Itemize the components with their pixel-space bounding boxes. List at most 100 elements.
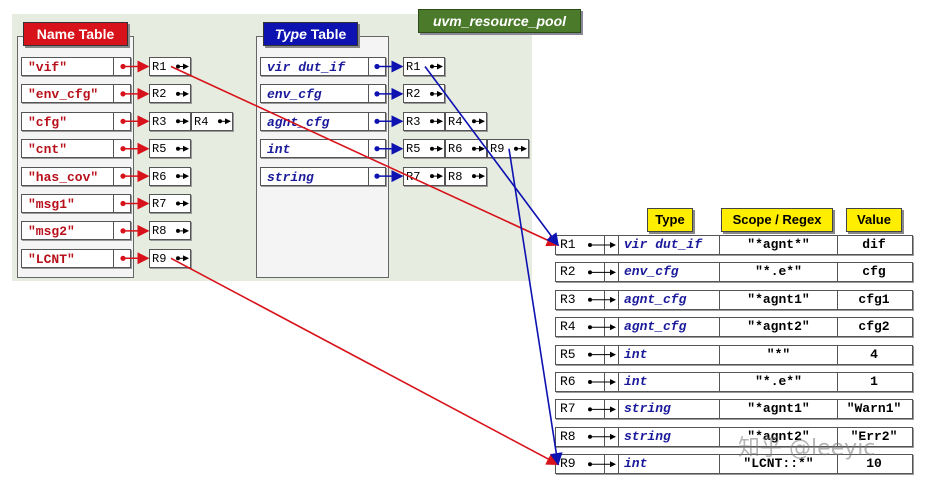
resource-value: cfg <box>862 264 886 280</box>
type-table-title-italic: Type <box>274 26 307 42</box>
resource-id: R8 <box>560 428 576 444</box>
type-row-ref-r8: R8 <box>445 166 487 186</box>
cell-divider <box>837 318 838 337</box>
name-key-cell: "vif" <box>21 57 131 76</box>
type-row-ref-r1: R1 <box>403 57 445 76</box>
name-row-ref-r8: R8 <box>149 221 191 241</box>
resource-row-r6: R6 int "*.e*" 1 <box>555 372 913 392</box>
resource-type: int <box>624 374 648 389</box>
resource-value: "Warn1" <box>846 401 902 417</box>
cell-divider <box>719 318 720 337</box>
cell-divider <box>719 400 720 419</box>
key-slot <box>368 85 385 103</box>
cell-divider <box>837 455 838 474</box>
resource-row-r3: R3 agnt_cfg "*agnt1" cfg1 <box>555 289 913 310</box>
resource-type: string <box>624 401 671 417</box>
cell-divider <box>618 345 619 364</box>
type-row-ref-r4: R4 <box>445 111 487 131</box>
resource-value: 10 <box>866 456 882 472</box>
cell-divider <box>604 455 605 474</box>
pool-title: uvm_resource_pool <box>418 9 581 33</box>
resource-scope: "*agnt1" <box>747 291 810 307</box>
name-table-title: Name Table <box>23 22 128 46</box>
name-row-ref-r9: R9 <box>149 248 191 268</box>
resource-scope: "*agnt*" <box>747 237 810 252</box>
header-type: Type <box>647 208 693 232</box>
name-row-ref-r1: R1 <box>149 57 191 76</box>
resource-id: R2 <box>560 264 576 280</box>
resource-type: string <box>624 428 671 444</box>
name-key-cell: "env_cfg" <box>21 84 131 104</box>
name-key-cell: "has_cov" <box>21 166 131 186</box>
type-key-cell: int <box>260 139 386 159</box>
type-row-ref-r9: R9 <box>487 139 529 159</box>
name-key-cell: "cfg" <box>21 111 131 131</box>
type-key-cell: agnt_cfg <box>260 111 386 131</box>
name-row-ref-r4: R4 <box>191 111 233 131</box>
name-row-ref-r5: R5 <box>149 139 191 159</box>
cell-divider <box>837 236 838 254</box>
cell-divider <box>719 263 720 282</box>
key-slot <box>113 58 130 75</box>
name-key-cell: "LCNT" <box>21 248 131 268</box>
cell-divider <box>604 290 605 309</box>
resource-type: agnt_cfg <box>624 291 687 307</box>
name-row-ref-r6: R6 <box>149 166 191 186</box>
type-row-ref-r3: R3 <box>403 111 445 131</box>
key-slot <box>368 140 385 158</box>
type-key-cell: string <box>260 166 386 186</box>
cell-divider <box>604 427 605 446</box>
cell-divider <box>618 373 619 391</box>
resource-value: 1 <box>870 374 878 389</box>
cell-divider <box>604 236 605 254</box>
name-key-cell: "msg1" <box>21 194 131 213</box>
cell-divider <box>719 236 720 254</box>
resource-scope: "*.e*" <box>755 264 802 280</box>
resource-row-r2: R2 env_cfg "*.e*" cfg <box>555 262 913 283</box>
type-key-cell: env_cfg <box>260 84 386 104</box>
resource-value: cfg1 <box>858 291 890 307</box>
cell-divider <box>604 345 605 364</box>
cell-divider <box>837 373 838 391</box>
resource-value: dif <box>862 237 886 252</box>
cell-divider <box>618 427 619 446</box>
type-table-title-rest: Table <box>306 26 347 42</box>
link-r9 <box>170 257 560 465</box>
resource-scope: "*.e*" <box>755 374 802 389</box>
cell-divider <box>618 236 619 254</box>
cell-divider <box>837 400 838 419</box>
resource-type: agnt_cfg <box>624 319 687 335</box>
resource-scope: "*agnt1" <box>747 401 810 417</box>
resource-scope: "*agnt2" <box>747 428 810 444</box>
header-scope: Scope / Regex <box>721 208 833 232</box>
cell-divider <box>604 263 605 282</box>
type-row-ref-r5: R5 <box>403 139 445 159</box>
resource-id: R6 <box>560 374 576 389</box>
key-slot <box>368 167 385 185</box>
cell-divider <box>837 345 838 364</box>
key-slot <box>113 195 130 212</box>
cell-divider <box>618 455 619 474</box>
key-slot <box>113 140 130 158</box>
resource-id: R4 <box>560 319 576 335</box>
key-slot <box>113 249 130 267</box>
cell-divider <box>604 373 605 391</box>
cell-divider <box>719 290 720 309</box>
type-row-ref-r6: R6 <box>445 139 487 159</box>
name-key-cell: "cnt" <box>21 139 131 159</box>
resource-id: R1 <box>560 237 576 252</box>
name-row-ref-r2: R2 <box>149 84 191 104</box>
key-slot <box>113 222 130 240</box>
resource-scope: "*" <box>766 346 791 362</box>
resource-value: cfg2 <box>858 319 890 335</box>
resource-type: env_cfg <box>624 264 679 280</box>
key-slot <box>113 112 130 130</box>
key-slot <box>113 167 130 185</box>
header-value: Value <box>846 208 902 232</box>
name-key-cell: "msg2" <box>21 221 131 241</box>
resource-id: R3 <box>560 291 576 307</box>
